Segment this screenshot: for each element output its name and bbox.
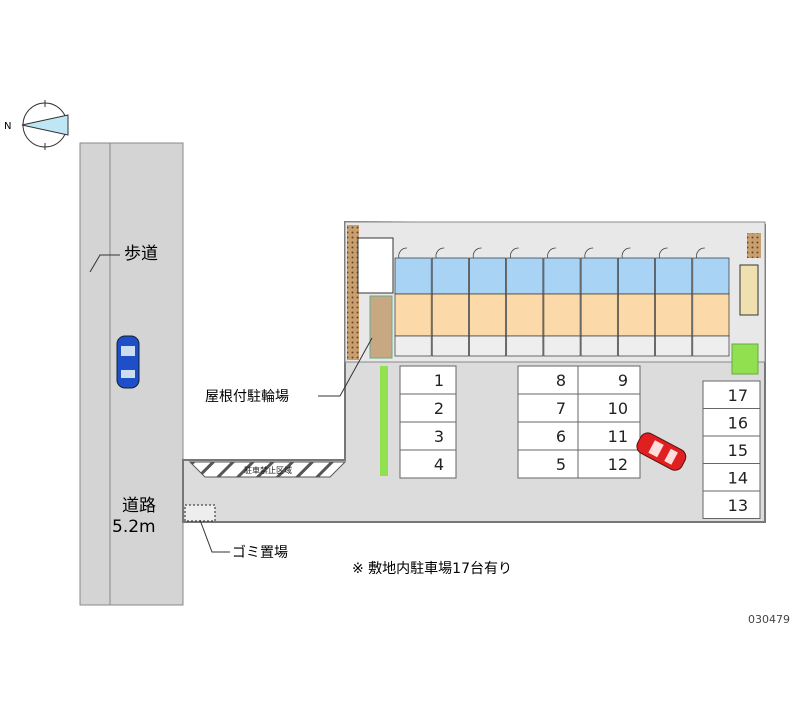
parking-space-number: 17 bbox=[728, 386, 748, 405]
staircase bbox=[357, 237, 394, 294]
parking-space-number: 4 bbox=[434, 455, 444, 474]
green-strip bbox=[380, 366, 388, 476]
parking-space: 8 bbox=[517, 365, 579, 395]
map-code: 030479 bbox=[748, 613, 790, 626]
garbage-leader bbox=[199, 519, 230, 553]
parking-space-number: 12 bbox=[608, 455, 628, 474]
parking-space: 17 bbox=[702, 380, 761, 409]
parking-space: 7 bbox=[517, 393, 579, 423]
parking-note: ※ 敷地内駐車場17台有り bbox=[352, 560, 512, 577]
apartment-unit bbox=[655, 247, 693, 357]
parking-space-number: 11 bbox=[608, 427, 628, 446]
apartment-unit bbox=[394, 247, 432, 357]
parking-space: 9 bbox=[577, 365, 641, 395]
apartment-unit bbox=[617, 247, 655, 357]
road-width-label: 5.2m bbox=[112, 517, 156, 537]
parking-space-number: 9 bbox=[618, 371, 628, 390]
sidewalk-label: 歩道 bbox=[124, 244, 158, 264]
parking-space: 12 bbox=[577, 449, 641, 479]
compass-north-label: N bbox=[4, 121, 11, 132]
bike-parking-roof bbox=[369, 295, 393, 359]
parking-space: 4 bbox=[399, 449, 457, 479]
parking-space-number: 14 bbox=[728, 468, 748, 487]
parking-space: 1 bbox=[399, 365, 457, 395]
utility-box bbox=[739, 264, 759, 316]
parking-space-number: 10 bbox=[608, 399, 628, 418]
bike-parking-leader bbox=[318, 337, 373, 397]
apartment-unit bbox=[580, 247, 618, 357]
no-parking-zone-label: 駐車禁止区域 bbox=[244, 465, 292, 475]
parking-space-number: 2 bbox=[434, 399, 444, 418]
parking-space-number: 8 bbox=[556, 371, 566, 390]
apartment-unit bbox=[543, 247, 581, 357]
garbage-area bbox=[184, 504, 216, 522]
apartment-unit bbox=[692, 247, 730, 357]
no-parking-zone bbox=[188, 461, 347, 478]
parking-space-number: 13 bbox=[728, 496, 748, 515]
apartment-unit bbox=[469, 247, 507, 357]
planting-box bbox=[747, 233, 761, 258]
planting-strip bbox=[347, 225, 359, 360]
compass-icon: N bbox=[4, 100, 69, 150]
parking-space: 13 bbox=[702, 490, 761, 519]
sidewalk-leader bbox=[89, 254, 120, 273]
parking-space: 2 bbox=[399, 393, 457, 423]
parking-space: 10 bbox=[577, 393, 641, 423]
red-car bbox=[636, 432, 687, 471]
apartment-unit bbox=[431, 247, 469, 357]
blue-car bbox=[116, 335, 140, 389]
parking-space: 5 bbox=[517, 449, 579, 479]
apartment-unit bbox=[506, 247, 544, 357]
road-label: 道路 bbox=[122, 496, 156, 516]
parking-space: 11 bbox=[577, 421, 641, 451]
parking-space: 16 bbox=[702, 408, 761, 437]
parking-space-number: 16 bbox=[728, 413, 748, 432]
parking-space-number: 7 bbox=[556, 399, 566, 418]
green-area bbox=[731, 343, 759, 375]
parking-space: 15 bbox=[702, 435, 761, 464]
building-units bbox=[394, 247, 730, 357]
bike-parking-label: 屋根付駐輪場 bbox=[205, 388, 289, 405]
parking-space-number: 15 bbox=[728, 441, 748, 460]
parking-space-number: 6 bbox=[556, 427, 566, 446]
parking-space: 14 bbox=[702, 463, 761, 492]
parking-space-number: 1 bbox=[434, 371, 444, 390]
parking-space: 6 bbox=[517, 421, 579, 451]
parking-space-number: 5 bbox=[556, 455, 566, 474]
parking-space-number: 3 bbox=[434, 427, 444, 446]
garbage-label: ゴミ置場 bbox=[232, 544, 288, 561]
parking-space: 3 bbox=[399, 421, 457, 451]
